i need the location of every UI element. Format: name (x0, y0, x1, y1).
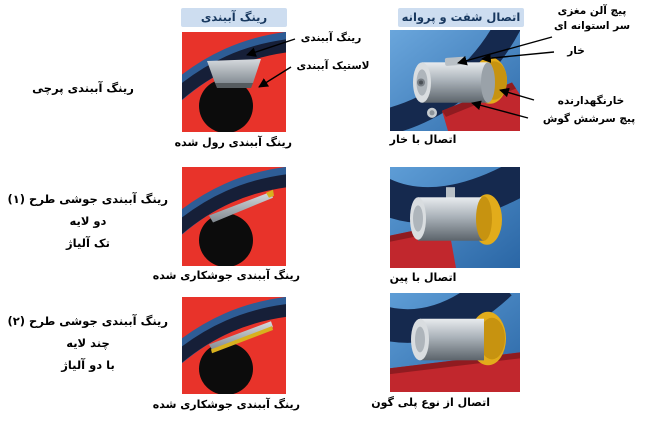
seal-figure-rolled (182, 32, 286, 132)
seal-figure-welded-1 (182, 167, 286, 266)
row-label-line: رینگ آببندی جوشی طرح (۱) (7, 192, 168, 206)
row-label-line: با دو آلیاژ (61, 358, 115, 372)
connection-figure-key (390, 30, 520, 131)
connection-pin-illustration (390, 167, 520, 268)
connection-figure-polygon (390, 293, 520, 392)
row-label-line: دو لایه (69, 214, 107, 228)
row-label-line: چند لایه (66, 336, 110, 350)
row-label-line: تک آلیاژ (66, 236, 110, 250)
connection-figure-caption: اتصال با پین (389, 271, 457, 284)
column-header-sealing-ring: رینگ آببندی (181, 8, 287, 27)
annotation-allen-screw-line1: پیچ آلن مغزی (557, 5, 627, 17)
connection-figure-caption: اتصال با خار (389, 133, 457, 146)
annotation-cylindrical-head: سر استوانه ای (553, 20, 631, 32)
annotation-key: خار (567, 45, 585, 57)
annotation-allen-screw: پیچ آلن مغزی سر استوانه ای (536, 4, 648, 34)
annotation-seal-ring: رینگ آببندی (300, 32, 362, 44)
row-label-riveted-seal-ring: رینگ آببندی پرچی (8, 77, 158, 99)
row-label-line: رینگ آببندی پرچی (32, 81, 134, 95)
seal-figure-welded-2 (182, 297, 286, 394)
column-header-shaft-propeller-connection: اتصال شفت و پروانه (398, 8, 524, 27)
connection-key-illustration (390, 30, 520, 131)
annotation-seal-rubber: لاستیک آببندی (296, 60, 370, 72)
row-label-welded-seal-ring-2: رینگ آببندی جوشی طرح (۲) چند لایه با دو … (7, 310, 168, 376)
seal-welded-1-illustration (182, 167, 286, 266)
seal-rolled-illustration (182, 32, 286, 132)
annotation-hex-head-screw: پیچ سرشش گوش (542, 113, 636, 125)
connection-polygon-illustration (390, 293, 520, 392)
connection-figure-caption: اتصال از نوع پلی گون (371, 396, 490, 409)
seal-figure-caption: رینگ آببندی جوشکاری شده (152, 398, 300, 411)
annotation-retainer-ring: خارنگهدارنده (557, 95, 625, 107)
seal-welded-2-illustration (182, 297, 286, 394)
row-label-line: رینگ آببندی جوشی طرح (۲) (7, 314, 168, 328)
seal-figure-caption: رینگ آببندی رول شده (174, 136, 292, 149)
connection-figure-pin (390, 167, 520, 268)
row-label-welded-seal-ring-1: رینگ آببندی جوشی طرح (۱) دو لایه تک آلیا… (7, 188, 168, 254)
seal-figure-caption: رینگ آببندی جوشکاری شده (152, 269, 300, 282)
